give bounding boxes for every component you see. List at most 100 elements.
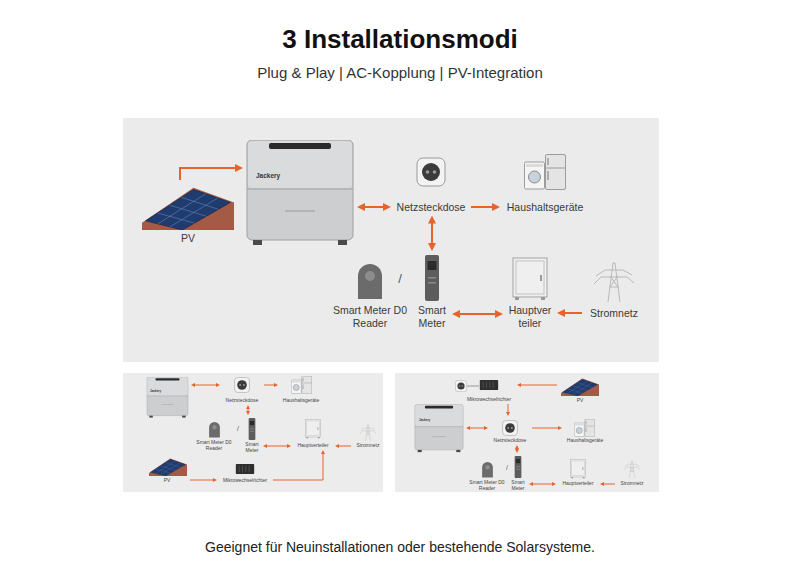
reader-icon (482, 462, 493, 478)
separator-slash: / (394, 271, 406, 287)
component-label: Smart Meter (414, 304, 450, 329)
component-node: Haushaltsgeräte (280, 376, 322, 403)
appliance-icon (291, 376, 312, 394)
cabinet-icon (570, 460, 585, 479)
separator-slash: / (234, 425, 242, 433)
battery-icon (247, 140, 353, 245)
component-label: Netzsteckdose (490, 437, 530, 443)
component-node: PV (146, 456, 188, 483)
component-label: Stromnetz (584, 307, 644, 320)
battery-unit: Jackery (245, 140, 355, 246)
component-label: Hauptverteiler (293, 442, 333, 448)
component-label: Hauptver teiler (505, 304, 555, 329)
page-caption: Geeignet für Neuinstallationen oder best… (0, 539, 800, 556)
battery-icon (147, 377, 188, 418)
pylon-icon (360, 425, 376, 441)
power-flow-arrow (520, 385, 557, 386)
component-label: Smart Meter (509, 479, 527, 491)
pv-icon (561, 379, 599, 396)
component-node: Smart Meter D0 Reader (329, 260, 411, 329)
component-label: Smart Meter D0 Reader (329, 304, 411, 329)
component-node: Haushaltsgeräte (502, 153, 588, 214)
reader-icon (358, 264, 382, 299)
power-flow-arrow (508, 404, 509, 413)
inverter-icon (480, 380, 498, 390)
component-label: Smart Meter D0 Reader (467, 479, 507, 491)
brand-logo: Jackery (419, 419, 430, 423)
component-label: Smart Meter D0 Reader (194, 439, 234, 451)
right-panel (395, 373, 659, 492)
component-label: Smart Meter (243, 441, 261, 453)
socket-icon (235, 378, 250, 393)
component-label: Stromnetz (617, 480, 647, 486)
component-label: Stromnetz (353, 442, 383, 448)
power-flow-arrow (458, 313, 496, 315)
brand-logo: Jackery (256, 172, 280, 180)
component-node: Smart Meter (243, 417, 261, 453)
inverter-icon (236, 464, 254, 474)
power-flow-arrow (603, 484, 615, 485)
component-node: Smart Meter D0 Reader (194, 420, 234, 451)
component-label: Haushaltsgeräte (502, 201, 588, 214)
page-title: 3 Installationsmodi (0, 24, 800, 55)
appliance-icon (574, 419, 595, 437)
socket-icon (417, 158, 445, 186)
component-label: PV (146, 477, 188, 483)
component-node: Smart Meter D0 Reader (467, 459, 507, 491)
power-flow-arrow (563, 312, 582, 314)
power-flow-arrow (190, 480, 214, 481)
appliance-icon (525, 155, 566, 190)
component-label: PV (139, 232, 237, 245)
component-label: Haushaltsgeräte (564, 437, 606, 443)
component-node: Stromnetz (353, 423, 383, 448)
component-node: Smart Meter (509, 455, 527, 491)
plug-icon (455, 380, 466, 391)
power-flow-arrow (338, 446, 351, 447)
component-label: Haushaltsgeräte (280, 397, 322, 403)
battery-unit: Jackery (146, 377, 189, 418)
brand-logo: Jackery (150, 390, 161, 394)
component-node: Netzsteckdose (393, 153, 469, 214)
plug-wire (467, 386, 479, 387)
component-label: PV (559, 397, 601, 403)
cabinet-icon (305, 420, 320, 439)
cabinet-icon (513, 258, 547, 300)
pv-icon (142, 188, 234, 230)
power-flow-arrow (532, 484, 553, 485)
left-panel (123, 373, 383, 492)
component-node: PV (139, 182, 237, 245)
power-flow-arrow (431, 222, 433, 245)
power-flow-arrow (248, 408, 249, 412)
component-node: Hauptverteiler (293, 417, 333, 448)
component-label: Mikrowechselrichter (463, 396, 515, 402)
socket-icon (503, 421, 518, 436)
pylon-icon (623, 461, 640, 478)
meter-icon (249, 418, 256, 440)
power-flow-arrow (194, 385, 217, 386)
component-node: Haushaltsgeräte (564, 418, 606, 443)
separator-slash: / (503, 464, 511, 472)
main-panel (123, 118, 659, 362)
power-flow-arrow (363, 206, 384, 208)
component-node: Smart Meter (414, 253, 450, 329)
component-node: Netzsteckdose (222, 376, 262, 403)
power-flow-arrow (532, 428, 559, 429)
component-node: PV (559, 376, 601, 403)
component-node: Stromnetz (617, 460, 647, 486)
meter-icon (515, 456, 522, 478)
component-node: Mikrowechselrichter (219, 460, 271, 483)
component-node: Stromnetz (584, 258, 644, 320)
component-label: Mikrowechselrichter (219, 477, 271, 483)
power-flow-arrow (264, 385, 275, 386)
battery-icon (415, 404, 463, 452)
power-flow-arrow (180, 168, 237, 180)
power-flow-arrow (517, 448, 518, 450)
subtitle: Plug & Play | AC-Kopplung | PV-Integrati… (0, 64, 800, 82)
pylon-icon (594, 263, 634, 302)
pv-icon (149, 459, 187, 476)
power-flow-arrow (471, 206, 494, 208)
component-node: Netzsteckdose (490, 418, 530, 443)
component-node: Hauptverteiler (558, 458, 598, 486)
